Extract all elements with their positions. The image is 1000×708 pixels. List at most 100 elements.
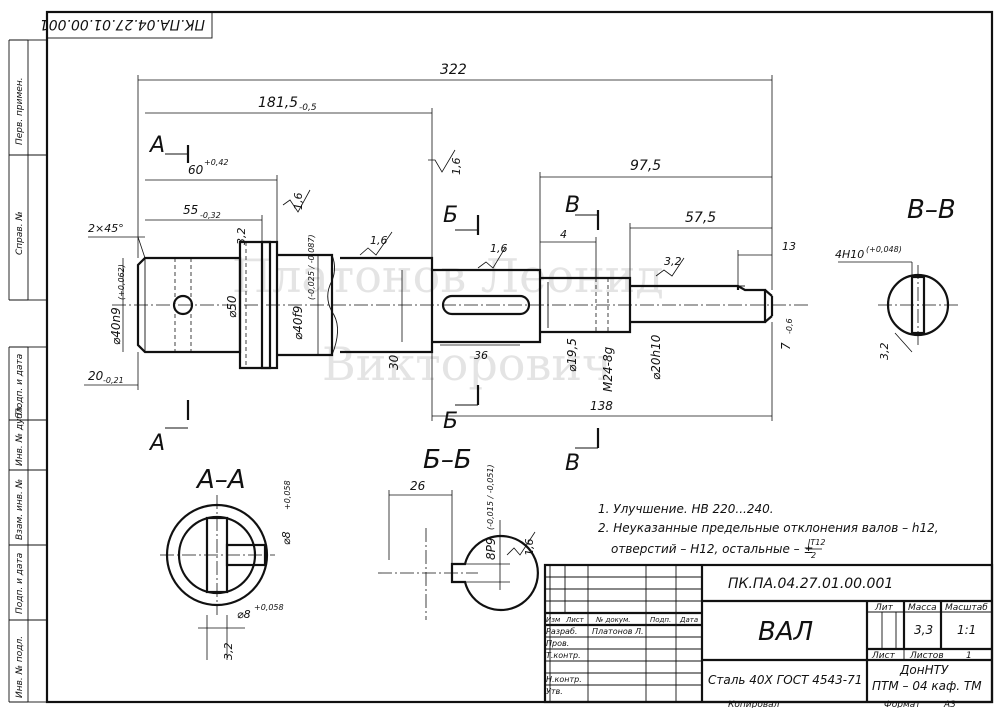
dim-181-5-tol: -0,5 bbox=[299, 103, 317, 113]
roughness-1-6-d: 1,6 bbox=[490, 242, 508, 255]
watermark-line-1: Платонов Леонид bbox=[232, 249, 664, 303]
note-3: отверстий – H12, остальные – ± bbox=[611, 542, 814, 556]
side-label-inv-dubl: Инв. № дубл. bbox=[15, 404, 25, 466]
side-label-sprav: Справ. № bbox=[15, 211, 25, 255]
section-mark-b-bottom: Б bbox=[443, 409, 458, 434]
watermark-line-2: Викторович bbox=[322, 337, 612, 391]
title-material: Сталь 40Х ГОСТ 4543-71 bbox=[708, 673, 862, 687]
side-label-inv-podl: Инв. № подл. bbox=[15, 636, 25, 698]
title-block: ПК.ПА.04.27.01.00.001 ВАЛ Сталь 40Х ГОСТ… bbox=[543, 563, 994, 708]
dim-diam-8-b: ⌀8 bbox=[237, 608, 251, 621]
title-r-tkontr: Т.контр. bbox=[546, 651, 581, 660]
dim-diam-40n9-tol: (+0,062) bbox=[117, 264, 126, 300]
roughness-1-6-bb: 1,6 bbox=[523, 539, 536, 557]
dim-diam-8-b-tol: +0,058 bbox=[254, 603, 284, 612]
dim-chamfer-2x45: 2×45° bbox=[88, 222, 124, 235]
dim-thread-m24: M24-8g bbox=[601, 346, 615, 392]
dim-55: 55 bbox=[183, 203, 198, 217]
title-r-razrab: Разраб. bbox=[546, 627, 577, 636]
dim-97-5: 97,5 bbox=[630, 158, 661, 174]
dim-60-tol: +0,42 bbox=[204, 158, 229, 167]
technical-notes: 1. Улучшение. HB 220...240. 2. Неуказанн… bbox=[598, 502, 939, 560]
dim-4: 4 bbox=[560, 228, 567, 241]
section-v-v: В–В 4H10 (+0,048) 3,2 bbox=[835, 195, 958, 360]
dim-3-2-aa: 3,2 bbox=[222, 643, 235, 661]
section-mark-b-top: Б bbox=[443, 203, 458, 228]
drawing-frame bbox=[8, 10, 994, 704]
dim-30: 30 bbox=[387, 354, 401, 370]
dim-3-2-vv: 3,2 bbox=[878, 343, 891, 361]
roughness-1-6-a: 1,6 bbox=[292, 193, 305, 211]
dimensions-main: 322 181,5 -0,5 60 +0,42 55 -0,32 2×45° 3… bbox=[84, 62, 796, 421]
dim-20: 20 bbox=[88, 369, 104, 383]
watermark: Платонов Леонид Викторович bbox=[232, 249, 664, 391]
section-mark-a-bottom: А bbox=[148, 431, 165, 456]
title-mass: 3,3 bbox=[914, 623, 933, 637]
dim-36: 36 bbox=[474, 349, 488, 362]
title-h-podp: Подп. bbox=[650, 616, 671, 624]
side-label-podp-data-2: Подп. и дата bbox=[15, 553, 25, 614]
side-label-vzam-inv: Взам. инв. № bbox=[15, 479, 25, 540]
dim-8p9-tol: (-0,015 / -0,051) bbox=[486, 464, 495, 530]
dim-4h10: 4H10 bbox=[835, 248, 864, 261]
dim-13: 13 bbox=[782, 240, 796, 253]
dim-diam-50: ⌀50 bbox=[225, 295, 239, 318]
title-scale: 1:1 bbox=[957, 623, 976, 637]
dim-181-5: 181,5 bbox=[258, 95, 298, 111]
roughness-3-2-end: 3,2 bbox=[664, 255, 682, 268]
title-h-sheets: Листов bbox=[909, 651, 944, 661]
title-sheets: 1 bbox=[966, 651, 972, 661]
section-title-b-b: Б–Б bbox=[423, 445, 472, 475]
dim-7-tol: -0,6 bbox=[785, 318, 794, 334]
dim-60: 60 bbox=[188, 163, 204, 177]
section-title-v-v: В–В bbox=[907, 195, 956, 225]
section-mark-a-top: А bbox=[148, 133, 165, 158]
side-labels: Перв. примен. Справ. № Подп. и дата Инв.… bbox=[15, 77, 25, 698]
section-mark-v-bottom: В bbox=[565, 451, 580, 476]
title-h-list: Лист bbox=[565, 616, 585, 624]
note-3-frac-bot: 2 bbox=[811, 551, 816, 560]
title-h-sheet: Лист bbox=[871, 651, 896, 661]
title-format: Формат bbox=[884, 700, 921, 708]
dim-diam-8-a: ⌀8 bbox=[280, 531, 293, 545]
title-r-utv: Утв. bbox=[546, 687, 563, 696]
dim-diam-19-5: ⌀19,5 bbox=[565, 338, 579, 372]
title-org-2: ПТМ – 04 каф. ТМ bbox=[872, 679, 982, 693]
title-format-val: А3 bbox=[943, 700, 956, 708]
roughness-1-6-c: 1,6 bbox=[370, 234, 388, 247]
side-label-perv-primen: Перв. примен. bbox=[15, 77, 25, 145]
dim-8p9: 8P9 bbox=[484, 537, 498, 560]
dim-26: 26 bbox=[410, 479, 426, 493]
dim-322: 322 bbox=[440, 62, 467, 78]
note-2: 2. Неуказанные предельные отклонения вал… bbox=[598, 521, 939, 535]
title-h-izm: Изм bbox=[546, 616, 561, 624]
title-h-mass: Масса bbox=[908, 603, 937, 613]
dim-diam-40n9: ⌀40n9 bbox=[109, 307, 123, 345]
side-label-podp-data-1: Подп. и дата bbox=[15, 354, 25, 415]
title-h-docnum: № докум. bbox=[595, 616, 631, 624]
dim-55-tol: -0,32 bbox=[200, 211, 221, 220]
dim-4h10-tol: (+0,048) bbox=[866, 245, 902, 254]
dim-3-2-collar: 3,2 bbox=[235, 228, 248, 246]
title-h-lit: Лит bbox=[874, 603, 894, 613]
dim-diam-40f9-tol: (-0,025 / -0,087) bbox=[307, 234, 316, 300]
dim-diam-20h10: ⌀20h10 bbox=[649, 334, 663, 380]
dim-57-5: 57,5 bbox=[685, 210, 716, 226]
title-h-data: Дата bbox=[679, 616, 698, 624]
title-r-nkontr: Н.контр. bbox=[546, 675, 582, 684]
title-razrab-name: Платонов Л. bbox=[592, 627, 644, 636]
roughness-1-6-b: 1,6 bbox=[450, 158, 463, 176]
title-part-name: ВАЛ bbox=[758, 617, 813, 647]
section-a-a: А–А ⌀8 +0,058 ⌀8 +0,058 3,2 bbox=[160, 465, 293, 660]
section-mark-v-top: В bbox=[565, 193, 580, 218]
dim-7: 7 bbox=[779, 342, 793, 350]
dim-20-tol: -0,21 bbox=[103, 376, 124, 385]
title-doc-code: ПК.ПА.04.27.01.00.001 bbox=[728, 576, 893, 592]
section-markers: А А Б Б В В bbox=[148, 133, 600, 476]
dim-diam-8-a-tol: +0,058 bbox=[283, 480, 292, 510]
note-3-frac-top: IT12 bbox=[808, 538, 825, 547]
title-org-1: ДонНТУ bbox=[899, 663, 949, 677]
section-b-b: Б–Б 26 8P9 (-0,015 / -0,051) 1,6 bbox=[378, 445, 539, 620]
section-title-a-a: А–А bbox=[195, 465, 246, 495]
